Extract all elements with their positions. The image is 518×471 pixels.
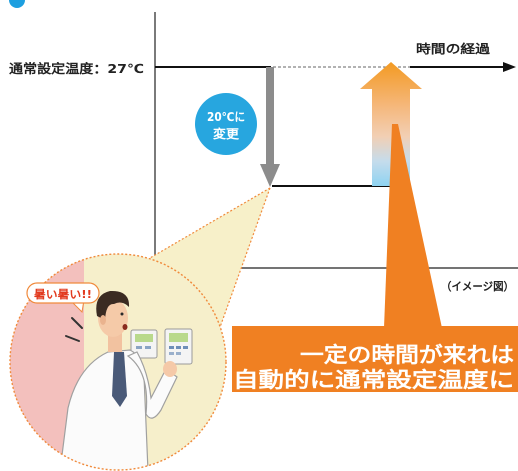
- section-marker-icon: [9, 0, 25, 8]
- image-caption: （イメージ図）: [441, 279, 514, 293]
- panel-button: [176, 352, 181, 355]
- speech-bubble-text: 暑い暑い!!: [34, 288, 92, 301]
- change-badge-line1: 20℃に: [207, 110, 245, 124]
- zoom-cone-edge-right: [218, 187, 271, 331]
- panel-button: [183, 346, 188, 349]
- speech-bubble-body: [26, 282, 100, 304]
- zoom-cone-edge-left: [149, 187, 271, 259]
- up-arrow-icon: [360, 62, 422, 186]
- control-panel-left-display: [135, 334, 153, 342]
- person-hand: [163, 361, 177, 377]
- person-hair: [96, 290, 130, 320]
- panel-button: [176, 346, 181, 349]
- callout-pointer: [384, 124, 442, 328]
- setpoint-label: 通常設定温度：27℃: [9, 61, 144, 76]
- callout-line1: 一定の時間が来れは: [300, 343, 514, 367]
- panel-button: [145, 346, 151, 349]
- callout-line2: 自動的に通常設定温度に: [233, 368, 514, 392]
- down-arrow-head: [260, 164, 280, 187]
- panel-button: [169, 346, 174, 349]
- speech-bubble-joint: [71, 299, 83, 302]
- down-arrow-icon: [260, 67, 280, 187]
- person-illustration: [59, 290, 178, 470]
- illustration-border: [9, 253, 227, 471]
- change-badge: [195, 93, 257, 155]
- person-arm: [126, 351, 178, 419]
- arrow-right-icon: [503, 62, 516, 72]
- panel-button: [169, 352, 174, 355]
- motion-line: [71, 317, 83, 329]
- panel-button: [136, 346, 142, 349]
- zoom-cone: [150, 188, 270, 330]
- control-panel-right-display: [169, 333, 188, 342]
- up-arrow-head: [360, 62, 422, 89]
- person-tie: [112, 352, 127, 407]
- callout-box: [232, 326, 518, 392]
- control-panel-icon: [130, 328, 193, 365]
- time-axis-label: 時間の経過: [416, 41, 491, 56]
- speech-bubble: 暑い暑い!!: [26, 282, 100, 314]
- person-ear: [100, 315, 106, 325]
- person-neck: [108, 332, 122, 352]
- down-arrow-shaft: [266, 67, 274, 165]
- motion-line: [65, 335, 80, 342]
- person-mouth: [122, 324, 128, 330]
- person-eye: [120, 312, 124, 316]
- change-badge-line2: 変更: [213, 126, 240, 141]
